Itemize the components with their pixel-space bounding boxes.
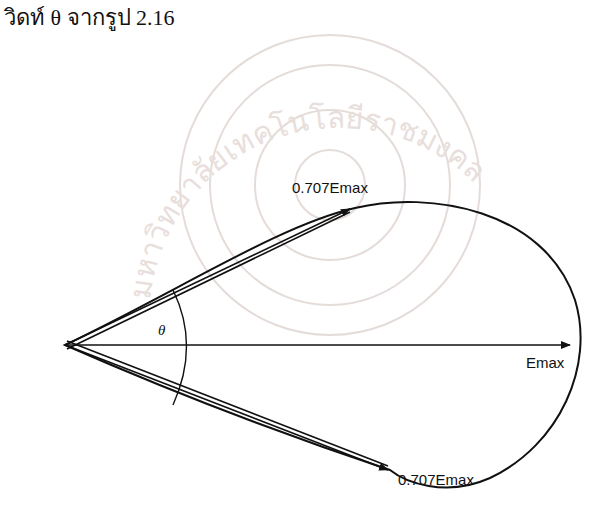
vector-label: 0.707Emax xyxy=(398,472,474,489)
watermark-logo xyxy=(180,35,480,335)
theta-arc xyxy=(173,290,187,405)
lobe-outline xyxy=(65,202,581,488)
field-vectors xyxy=(65,209,570,470)
figure-heading: วิดท์ θ จากรูป 2.16 xyxy=(4,6,175,30)
angle-label: θ xyxy=(158,322,165,339)
watermark-text: มหาวิทยาลัยเทคโนโลยีราชมงคล xyxy=(123,100,492,301)
vector-label: 0.707Emax xyxy=(292,180,368,197)
vector-label: Emax xyxy=(526,355,564,372)
